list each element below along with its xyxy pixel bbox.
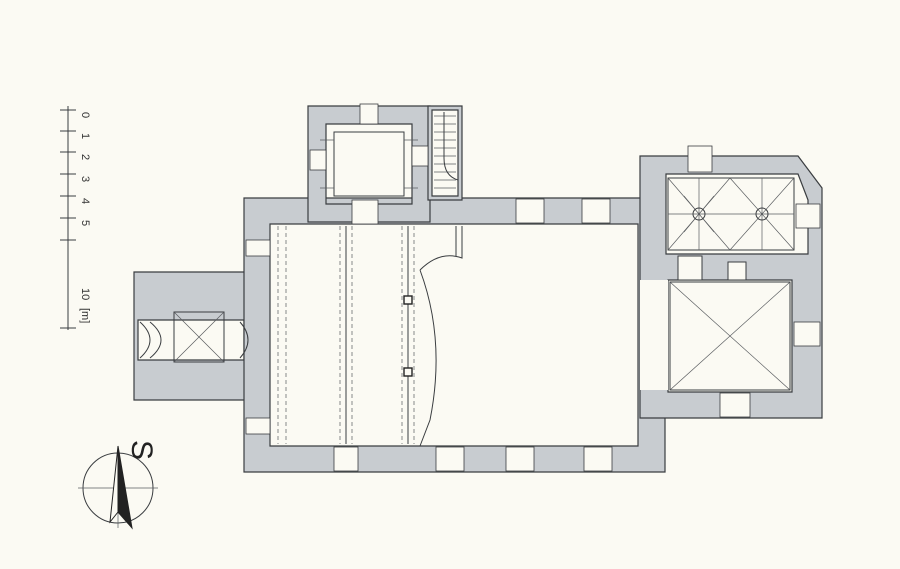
east-chapel-vaults — [667, 177, 795, 391]
scale-bar: 0 1 2 3 4 5 10 [m] — [60, 106, 91, 330]
window — [719, 392, 751, 418]
compass-letter: S — [125, 440, 158, 460]
tower-door — [351, 199, 379, 225]
tower-wall — [307, 105, 431, 223]
window — [581, 198, 611, 224]
compass: S — [78, 440, 158, 530]
compass-needle-dark — [117, 445, 133, 530]
scale-label-10: 10 — [79, 288, 91, 300]
annex-vault-frame — [173, 311, 225, 363]
scale-label-0: 0 — [79, 112, 91, 118]
stair-treads — [434, 115, 456, 189]
vault-rib — [173, 311, 225, 363]
stair-direction-line — [443, 112, 459, 181]
organ-loft-outline — [419, 238, 463, 447]
tower-inner-outline — [333, 131, 405, 197]
scale-label-4: 4 — [79, 198, 91, 204]
vault-rib — [669, 281, 791, 391]
window — [505, 446, 535, 472]
column — [403, 295, 413, 305]
tower-window — [411, 145, 429, 167]
window — [583, 446, 613, 472]
window — [245, 239, 271, 257]
window — [793, 321, 821, 347]
compass-needle-light — [109, 445, 119, 524]
altar-niche — [727, 261, 747, 281]
column — [403, 367, 413, 377]
window — [687, 145, 713, 173]
tower-window — [309, 149, 327, 171]
vault-boss — [692, 207, 706, 221]
staircase — [434, 112, 459, 189]
window — [435, 446, 465, 472]
tower-interior — [320, 131, 418, 197]
scale-label-unit: [m] — [79, 308, 91, 323]
vault-boss — [755, 207, 769, 221]
stair-wall — [427, 105, 463, 201]
scale-label-5: 5 — [79, 220, 91, 226]
window — [795, 203, 821, 229]
nave-interior — [277, 226, 463, 447]
nave-wall — [243, 197, 666, 473]
scale-label-1: 1 — [79, 133, 91, 139]
star-vault-ribs — [667, 177, 795, 251]
chapel-arch-opening — [640, 280, 668, 390]
chapel-door — [677, 255, 703, 281]
openings — [245, 103, 821, 472]
building-walls — [133, 105, 823, 473]
scale-label-2: 2 — [79, 154, 91, 160]
tower-window — [359, 103, 379, 125]
scale-label-3: 3 — [79, 176, 91, 182]
cross-vault-frame — [669, 281, 791, 391]
annex-arch — [149, 321, 162, 359]
tower-jambs — [320, 139, 418, 189]
window — [515, 198, 545, 224]
window — [333, 446, 359, 472]
annex-arch — [239, 321, 249, 359]
west-annex-wall — [133, 271, 247, 401]
west-annex-vault — [139, 311, 249, 363]
window — [245, 417, 271, 435]
annex-arch — [139, 321, 151, 359]
